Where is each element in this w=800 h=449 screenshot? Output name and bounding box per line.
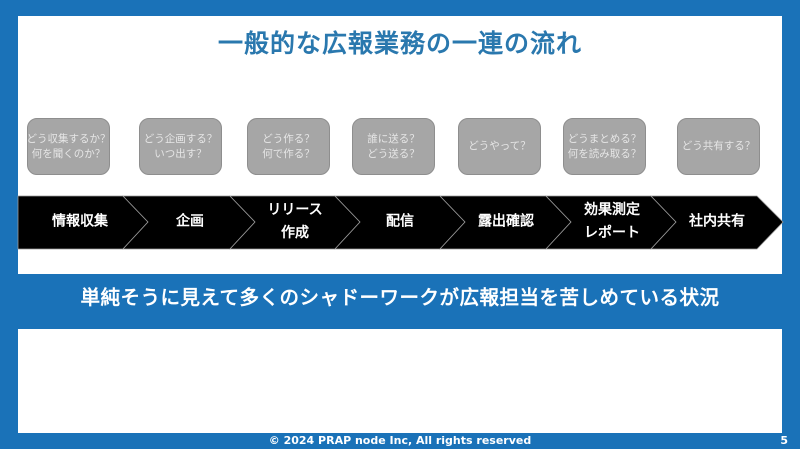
question-box: どう収集するか？ 何を聞くのか？ <box>27 118 110 175</box>
step-label: 社内共有 <box>689 213 745 230</box>
question-box: どう共有する？ <box>677 118 760 175</box>
question-box: どうまとめる？ 何を読み取る？ <box>563 118 646 175</box>
question-box: どうやって？ <box>458 118 541 175</box>
question-box: どう作る？ 何で作る？ <box>247 118 330 175</box>
page-number: 5 <box>780 434 788 447</box>
step-label: 企画 <box>176 213 204 230</box>
content-panel-bottom <box>18 329 782 433</box>
copyright-footer: © 2024 PRAP node Inc, All rights reserve… <box>268 434 532 447</box>
slide-title: 一般的な広報業務の一連の流れ <box>217 29 582 58</box>
step-label: リリース 作成 <box>267 202 323 241</box>
step-label: 情報収集 <box>52 213 108 230</box>
banner-message: 単純そうに見えて多くのシャドーワークが広報担当を苦しめている状況 <box>80 286 720 309</box>
step-label: 露出確認 <box>478 213 534 230</box>
step-label: 配信 <box>386 213 414 230</box>
step-label: 効果測定 レポート <box>584 202 640 241</box>
chevron-step <box>650 195 784 250</box>
question-box: どう企画する？ いつ出す？ <box>139 118 222 175</box>
question-box: 誰に送る？ どう送る？ <box>352 118 435 175</box>
